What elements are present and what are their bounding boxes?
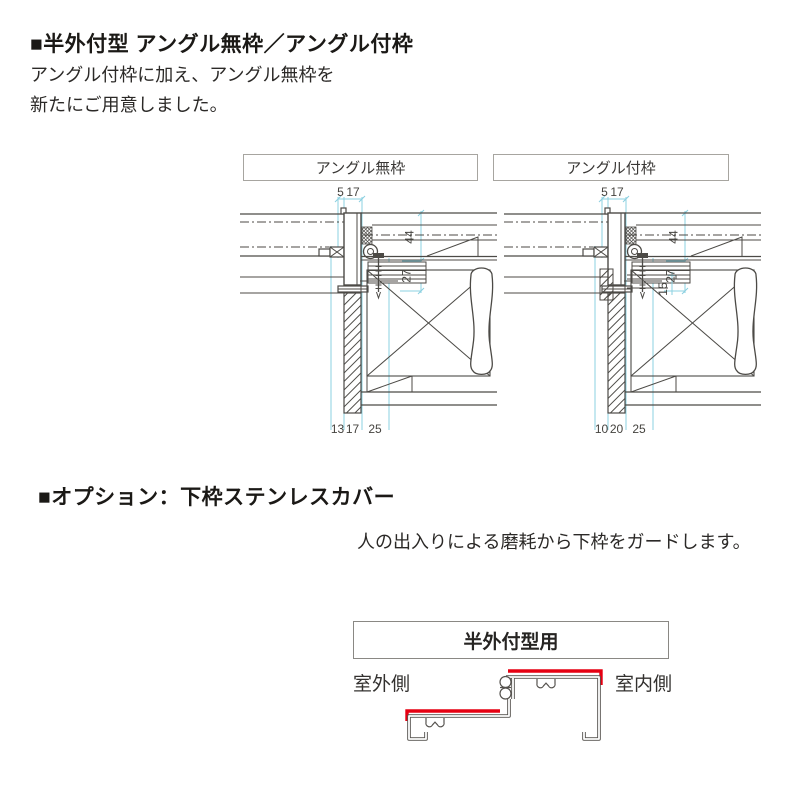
diagram-right-label: アングル付枠 xyxy=(566,160,656,177)
claw-detail xyxy=(536,679,556,689)
section2-heading: ■オプション：下枠ステンレスカバー xyxy=(38,481,395,511)
right-diagram-dimensions: 5 17 44 27 15 10 20 25 xyxy=(595,185,681,436)
diagram-right-label-box: アングル付枠 xyxy=(493,154,729,181)
dim-label: 20 xyxy=(610,422,624,436)
dim-label: 10 xyxy=(595,422,609,436)
section1-title: 半外付型 アングル無枠／アングル付枠 xyxy=(43,33,414,56)
profile-label: 半外付型用 xyxy=(463,631,559,653)
section2-title: オプション：下枠ステンレスカバー xyxy=(51,486,396,509)
dim-label: 27 xyxy=(664,269,678,283)
section-bullet-icon: ■ xyxy=(38,486,52,509)
dim-label: 27 xyxy=(400,269,414,283)
stainless-cover-upper xyxy=(508,669,603,685)
dim-label: 17 xyxy=(610,185,624,199)
diagram-angle-framed xyxy=(503,195,762,431)
angle-attachment xyxy=(599,268,677,301)
section1-heading: ■半外付型 アングル無枠／アングル付枠 xyxy=(30,28,413,58)
outdoor-side-label: 室外側 xyxy=(353,674,411,695)
dim-label: 13 xyxy=(331,422,345,436)
profile-label-box: 半外付型用 xyxy=(353,621,669,659)
diagram-left-label-box: アングル無枠 xyxy=(243,154,478,181)
section1-description-line1: アングル付枠に加え、アングル無枠を xyxy=(30,65,335,85)
dim-label: 17 xyxy=(346,422,360,436)
dim-label: 5 xyxy=(601,185,608,199)
diagram-left-label: アングル無枠 xyxy=(315,160,406,177)
dim-label: 44 xyxy=(403,230,417,244)
dim-label: 17 xyxy=(346,185,360,199)
dim-label: 5 xyxy=(337,185,344,199)
stainless-cover-lower xyxy=(405,709,500,721)
section-bullet-icon: ■ xyxy=(30,33,44,56)
section1-description: アングル付枠に加え、アングル無枠を 新たにご用意しました。 xyxy=(30,60,335,120)
left-diagram-dimensions: 5 17 44 27 13 17 25 xyxy=(331,185,417,436)
dim-label: 25 xyxy=(632,422,646,436)
dim-label: 25 xyxy=(368,422,382,436)
section2-description: 人の出入りによる磨耗から下枠をガードします。 xyxy=(357,532,751,552)
sill-profile-drawing xyxy=(405,669,603,741)
dim-label: 15 xyxy=(656,282,670,296)
diagram-angle-frameless xyxy=(239,195,498,431)
dim-label: 44 xyxy=(667,230,681,244)
indoor-side-label: 室内側 xyxy=(615,674,673,695)
interlock-clasp xyxy=(499,675,512,700)
claw-detail xyxy=(425,718,445,728)
section1-description-line2: 新たにご用意しました。 xyxy=(30,95,228,115)
